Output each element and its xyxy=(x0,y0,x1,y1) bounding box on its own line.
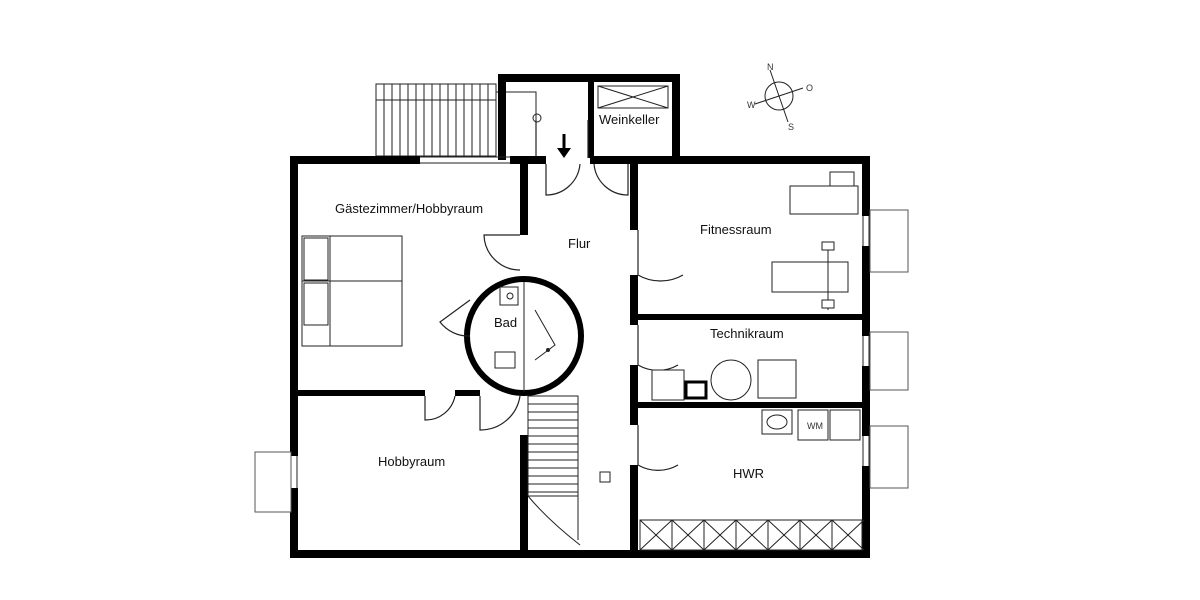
compass-icon: N O S W xyxy=(747,62,813,132)
storage-shelf xyxy=(639,519,865,551)
room-label-weinkeller: Weinkeller xyxy=(599,112,660,127)
exterior-stairs xyxy=(375,83,537,157)
walls xyxy=(290,74,870,558)
bed xyxy=(301,235,403,347)
fitness-equipment xyxy=(771,171,859,310)
compass-south-label: S xyxy=(788,122,794,132)
interior-stairs xyxy=(527,395,611,546)
room-label-flur: Flur xyxy=(568,236,591,251)
room-label-gaestezimmer: Gästezimmer/Hobbyraum xyxy=(335,201,483,216)
room-labels: Gästezimmer/Hobbyraum Flur Fitnessraum B… xyxy=(335,112,784,481)
room-label-technikraum: Technikraum xyxy=(710,326,784,341)
room-label-bad: Bad xyxy=(494,315,517,330)
utility-fixtures: WM xyxy=(761,409,861,441)
room-label-fitnessraum: Fitnessraum xyxy=(700,222,772,237)
bath-round-wall xyxy=(464,276,584,396)
windows xyxy=(290,156,870,488)
light-wells xyxy=(254,209,909,513)
technical-equipment xyxy=(651,359,797,401)
room-label-hwr: HWR xyxy=(733,466,764,481)
compass-north-label: N xyxy=(767,62,774,72)
room-label-hobbyraum: Hobbyraum xyxy=(378,454,445,469)
washing-machine-label: WM xyxy=(807,421,823,431)
doors xyxy=(424,113,684,471)
entry-arrow-icon xyxy=(557,134,571,158)
compass-west-label: W xyxy=(747,100,756,110)
compass-east-label: O xyxy=(806,83,813,93)
wine-racks xyxy=(597,85,669,109)
